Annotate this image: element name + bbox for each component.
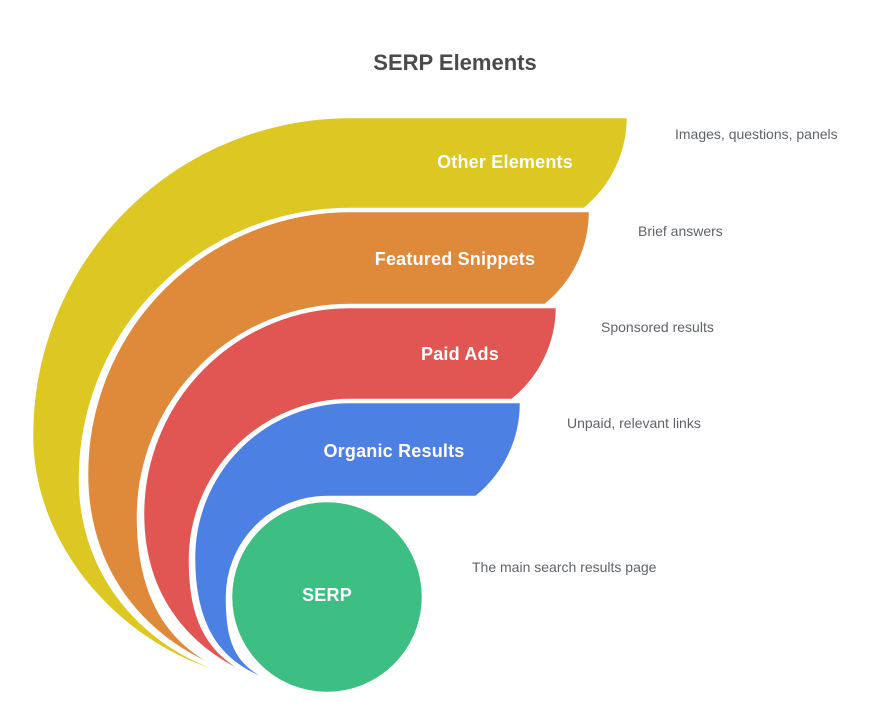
band-label-organic-results: Organic Results	[323, 441, 464, 461]
band-label-serp: SERP	[302, 585, 352, 605]
funnel-band-paid-ads	[141, 305, 559, 688]
funnel-band-featured-snippets	[85, 209, 592, 683]
funnel-band-other-elements	[30, 115, 630, 680]
annotation-other-elements: Images, questions, panels	[675, 126, 838, 142]
band-label-featured-snippets: Featured Snippets	[375, 249, 535, 269]
funnel-core-serp	[229, 499, 425, 695]
annotation-serp: The main search results page	[472, 559, 657, 575]
funnel-band-organic-results	[192, 400, 523, 690]
annotation-organic-results: Unpaid, relevant links	[567, 415, 701, 431]
band-label-other-elements: Other Elements	[437, 152, 573, 172]
page-title: SERP Elements	[373, 50, 536, 75]
annotation-featured-snippets: Brief answers	[638, 223, 723, 239]
annotation-paid-ads: Sponsored results	[601, 319, 714, 335]
band-label-paid-ads: Paid Ads	[421, 344, 499, 364]
